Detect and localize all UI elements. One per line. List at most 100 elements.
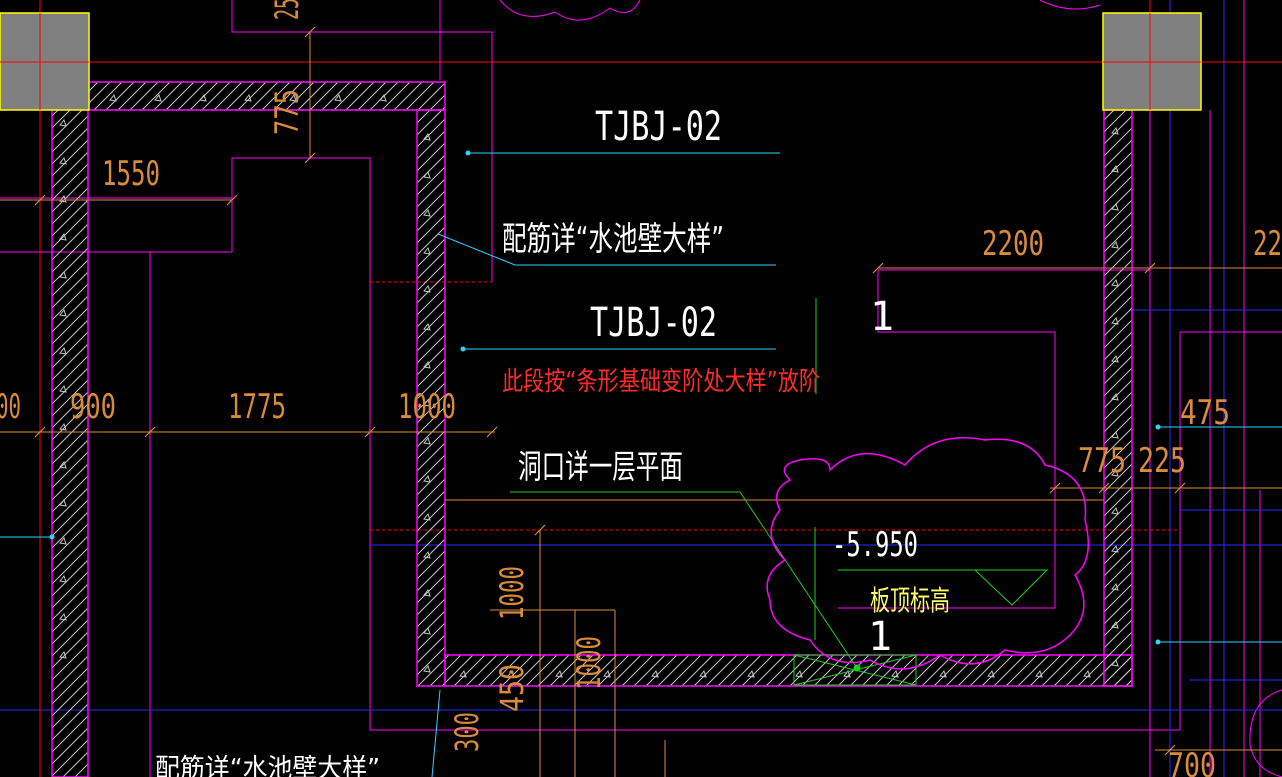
dim-top-partial: 25 [268,0,306,20]
revision-cloud[interactable] [766,437,1090,670]
aggregate-mark [1111,240,1119,249]
aggregate-mark [423,664,431,673]
wall-top-left[interactable] [87,81,446,111]
aggregate-mark [555,669,563,678]
tag-lower: TJBJ-02 [590,300,717,346]
dimension-tick [1144,262,1156,274]
aggregate-mark [59,498,67,507]
dim-900: 900 [70,387,116,427]
aggregate-mark [507,669,515,678]
aggregate-mark [1111,316,1119,325]
dim-450-vertical: 450 [493,664,531,712]
tag-upper: TJBJ-02 [595,104,722,150]
columns[interactable] [0,12,1202,111]
magenta-line [231,157,1180,731]
leader-dot [1155,424,1161,430]
aggregate-mark [1111,126,1119,135]
aggregate-mark [603,669,611,678]
opening-center-dot [853,664,861,672]
opening-leader [739,491,858,669]
dim-300-vertical: 300 [448,712,486,752]
aggregate-mark [423,284,431,293]
dim-00-partial: 00 [0,387,21,427]
aggregate-mark [59,384,67,393]
aggregate-mark [939,669,947,678]
level-symbol [838,569,1049,606]
leader-dot [465,150,471,156]
dim-22-partial: 22 [1253,224,1282,264]
aggregate-mark [423,132,431,141]
dim-1000-vertical: 1000 [493,566,531,620]
magenta-line [838,270,1056,609]
aggregate-mark [59,422,67,431]
aggregate-mark [199,93,207,102]
dim-475: 475 [1180,393,1230,433]
dim-225: 225 [1138,441,1186,481]
aggregate-mark [244,93,252,102]
aggregate-mark [1111,620,1119,629]
green-elements [510,298,1049,686]
aggregate-mark [334,93,342,102]
wall-bottom[interactable] [444,654,1133,687]
aggregate-mark [59,194,67,203]
aggregate-mark [379,93,387,102]
leader-dot [1155,639,1161,645]
aggregate-mark [423,208,431,217]
aggregate-mark [1111,430,1119,439]
dimension-tick [872,262,884,274]
dimension-tick [226,194,238,206]
dimension-tick [304,152,316,164]
aggregate-mark [423,626,431,635]
aggregate-mark [154,93,162,102]
wall-aggregate-marks [59,93,1119,678]
magenta-cloud-top [499,0,641,21]
aggregate-mark [59,308,67,317]
aggregate-mark [289,93,297,102]
aggregate-mark [1111,202,1119,211]
aggregate-mark [1111,582,1119,591]
aggregate-mark [109,93,117,102]
aggregate-mark [423,588,431,597]
aggregate-mark [59,460,67,469]
level-value: -5.950 [832,525,918,565]
dimension-lines [0,32,1282,777]
aggregate-mark [1111,354,1119,363]
magenta-line [231,0,493,282]
dim-775: 775 [1078,441,1126,481]
aggregate-mark [1111,392,1119,401]
aggregate-mark [891,669,899,678]
leader-bottom [431,689,441,777]
aggregate-mark [651,669,659,678]
hatched-walls[interactable] [51,81,1133,777]
aggregate-mark [59,346,67,355]
aggregate-mark [59,536,67,545]
dim-1000-vertical-b: 1000 [570,636,608,690]
dimension-tick [534,524,546,536]
magenta-arc-top [1039,0,1101,10]
opening-rect[interactable] [793,654,917,686]
wall-right-vertical[interactable] [1103,109,1133,687]
dim-2200: 2200 [982,224,1044,264]
wall-left-outer[interactable] [51,81,89,777]
aggregate-mark [423,322,431,331]
aggregate-mark [59,156,67,165]
wall-center-vertical[interactable] [416,109,446,687]
aggregate-mark [1083,669,1091,678]
aggregate-mark [795,669,803,678]
aggregate-mark [843,669,851,678]
aggregate-mark [423,474,431,483]
leader-lines [0,152,1282,777]
aggregate-mark [59,612,67,621]
dimension-tick [486,426,498,438]
aggregate-mark [1111,164,1119,173]
aggregate-mark [423,398,431,407]
aggregate-mark [1035,669,1043,678]
rebar-note-bottom: 配筋详“水池壁大样” [155,754,380,777]
aggregate-mark [987,669,995,678]
leader-dots [49,150,1161,645]
step-note: 此段按“条形基础变阶处大样”放阶 [502,367,820,397]
section-mark-a: 1 [870,294,894,340]
